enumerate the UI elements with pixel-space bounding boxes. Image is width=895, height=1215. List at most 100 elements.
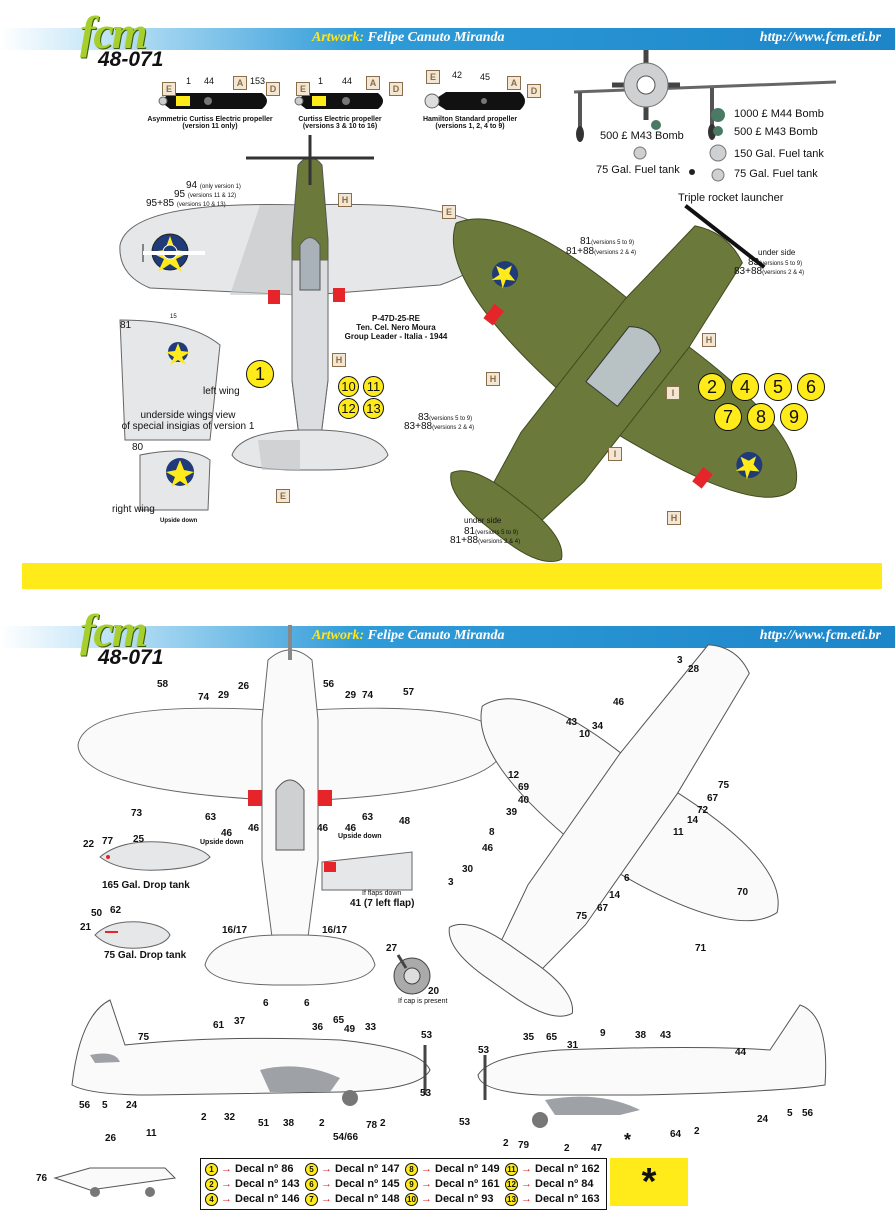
legend-decal-label: Decal nº 146: [235, 1193, 300, 1205]
letter-tag: D: [389, 82, 403, 96]
legend-version-tag: 12: [505, 1177, 518, 1191]
version-tag: 13: [363, 398, 384, 419]
letter-tag: H: [486, 372, 500, 386]
left-wing-detail: [119, 319, 221, 441]
marking-15: 15: [170, 314, 177, 320]
legend-row: 13→Decal nº 163: [505, 1191, 600, 1207]
decal-callout: 11: [673, 827, 684, 838]
decal-callout: 53: [420, 1088, 432, 1099]
arrow-icon: →: [321, 1163, 332, 1175]
arrow-icon: →: [221, 1178, 232, 1190]
decal-callout: 53: [421, 1030, 433, 1041]
decal-callout: 46: [221, 828, 233, 839]
decal-callout: 65: [333, 1015, 345, 1026]
decal-callout: 75: [576, 911, 588, 922]
letter-tag: H: [667, 511, 681, 525]
top-view-aircraft: [119, 135, 493, 471]
arrow-icon: →: [321, 1193, 332, 1205]
decal-callout: 79: [518, 1140, 530, 1151]
legend-decal-label: Decal nº 149: [435, 1163, 500, 1175]
marking-81-88-side: 81+88(versions 2 & 4): [450, 535, 521, 546]
decal-callout: 71: [695, 943, 707, 954]
side-view-right: [477, 1004, 827, 1128]
store-label: 500 £ M43 Bomb: [734, 126, 818, 138]
website-url[interactable]: http://www.fcm.eti.br: [759, 30, 881, 45]
prop-caption: Curtiss Electric propeller(versions 3 & …: [298, 116, 382, 130]
arrow-icon: →: [521, 1178, 532, 1190]
store-label: 75 Gal. Fuel tank: [734, 168, 818, 180]
legend-version-tag: 10: [405, 1192, 418, 1206]
letter-tag: D: [266, 82, 280, 96]
letter-tag: H: [332, 353, 346, 367]
decal-callout: 74: [198, 692, 210, 703]
marking-83-88-side: 83+88(versions 2 & 4): [404, 421, 475, 432]
store-label: 1000 £ M44 Bomb: [734, 108, 824, 120]
decal-callout: 40: [518, 795, 530, 806]
decal-callout: 28: [688, 664, 700, 675]
flaps-note: If flaps down: [362, 890, 402, 897]
decal-callout: 72: [697, 805, 709, 816]
decal-callout: 22: [83, 839, 95, 850]
decal-callout: 21: [80, 922, 92, 933]
version-tag: 11: [363, 376, 384, 397]
decal-callout: 51: [258, 1118, 270, 1129]
olive-aircraft: [450, 204, 798, 563]
decal-callout: 16/17: [222, 925, 248, 936]
legend-row: 12→Decal nº 84: [505, 1176, 593, 1192]
decal-callout: 39: [506, 807, 518, 818]
decal-callout: 78: [366, 1120, 378, 1131]
upside-down-label: Upside down: [160, 518, 198, 524]
decal-callout: 56: [323, 679, 335, 690]
arrow-icon: →: [421, 1178, 432, 1190]
star-marker: *: [624, 1130, 632, 1150]
marking-94: 94 (only version 1): [186, 180, 241, 191]
decal-callout: 62: [110, 905, 122, 916]
version-tag: 8: [747, 403, 775, 431]
legend-version-tag: 1: [205, 1162, 218, 1176]
version-tag: 2: [698, 373, 726, 401]
decal-callout: 58: [157, 679, 169, 690]
legend-version-tag: 11: [505, 1162, 518, 1176]
decal-callout: 47: [591, 1143, 603, 1154]
legend-row: 2→Decal nº 143: [205, 1176, 300, 1192]
decal-callout: 32: [224, 1112, 236, 1123]
flaps-decal: 41 (7 left flap): [350, 898, 415, 909]
website-url[interactable]: http://www.fcm.eti.br: [759, 628, 881, 643]
legend-row: 6→Decal nº 145: [305, 1176, 400, 1192]
propeller-spinner-2: [294, 93, 383, 109]
arrow-icon: →: [421, 1193, 432, 1205]
decal-callout: 11: [146, 1128, 157, 1139]
decal-callout: 26: [105, 1133, 117, 1144]
decal-callout: 31: [567, 1040, 579, 1051]
decal-callout: 14: [609, 890, 621, 901]
version-tag: 4: [731, 373, 759, 401]
decal-callout: 46: [613, 697, 625, 708]
prop-caption: Asymmetric Curtiss Electric propeller(ve…: [147, 116, 273, 130]
decal-callout: 56: [802, 1108, 814, 1119]
drop-tanks: [94, 841, 211, 949]
brand-logo: fcm: [80, 7, 148, 58]
letter-tag: E: [426, 70, 440, 84]
decal-callout: 38: [283, 1118, 295, 1129]
letter-tag: I: [608, 447, 622, 461]
decal-callout: 37: [234, 1016, 246, 1027]
decal-callout: 2: [503, 1138, 509, 1149]
legend-decal-label: Decal nº 145: [335, 1178, 400, 1190]
decal-callout: 10: [579, 729, 591, 740]
version-tag: 7: [714, 403, 742, 431]
decal-callout: 77: [102, 836, 114, 847]
marking-81-88-side: 81+88(versions 2 & 4): [566, 246, 637, 257]
under-side-label: under side: [758, 248, 796, 257]
front-view-aircraft: [573, 50, 837, 182]
decal-callout: 25: [133, 834, 145, 845]
decal-callout: 43: [566, 717, 578, 728]
drop-tank-75-label: 75 Gal. Drop tank: [104, 950, 187, 961]
prop-num: 1: [318, 76, 324, 86]
legend-row: 1→Decal nº 86: [205, 1161, 293, 1177]
marking-83-side: 83(versions 5 to 9): [418, 412, 473, 423]
legend-version-tag: 4: [205, 1192, 218, 1206]
letter-tag: A: [366, 76, 380, 90]
decal-callout: 67: [707, 793, 719, 804]
upside-down-label: Upside down: [200, 839, 244, 846]
